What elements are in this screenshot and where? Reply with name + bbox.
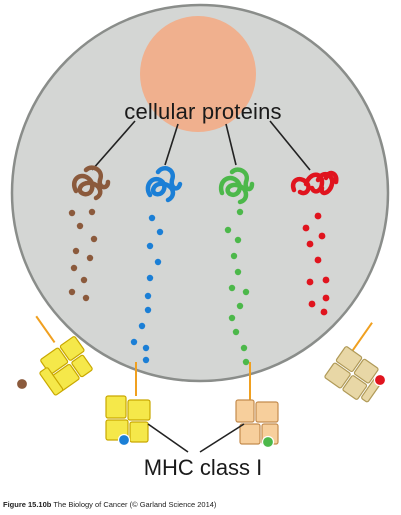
protein-brown bbox=[71, 165, 111, 201]
mhc-peptide-blue bbox=[117, 433, 131, 447]
peptides-green bbox=[224, 208, 250, 366]
mhc-class-label: MHC class I bbox=[143, 455, 263, 480]
mhc-molecule-green bbox=[235, 362, 279, 445]
figure-source: The Biology of Cancer (© Garland Science… bbox=[53, 500, 217, 509]
mhc-peptide-brown bbox=[15, 377, 29, 391]
nucleus bbox=[140, 16, 256, 132]
figure-number: Figure 15.10b bbox=[3, 500, 52, 509]
peptides-brown bbox=[68, 208, 98, 302]
mhc-label-pointer-lines bbox=[147, 423, 245, 453]
protein-red bbox=[290, 170, 339, 196]
cellular-proteins-label: cellular proteins bbox=[124, 99, 282, 124]
cell-body bbox=[10, 3, 390, 383]
protein-green bbox=[218, 167, 255, 205]
mhc-molecule-left bbox=[35, 315, 93, 396]
mhc-peptide-green bbox=[261, 435, 275, 449]
mhc-molecule-right bbox=[324, 322, 383, 403]
protein-blue bbox=[145, 166, 183, 203]
mhc-molecule-blue bbox=[105, 362, 151, 443]
label-pointer-lines bbox=[91, 120, 311, 171]
peptides-blue bbox=[130, 214, 164, 364]
peptides-red bbox=[302, 212, 330, 316]
figure-caption: Figure 15.10b The Biology of Cancer (© G… bbox=[3, 500, 216, 509]
mhc-peptide-red bbox=[373, 373, 387, 387]
